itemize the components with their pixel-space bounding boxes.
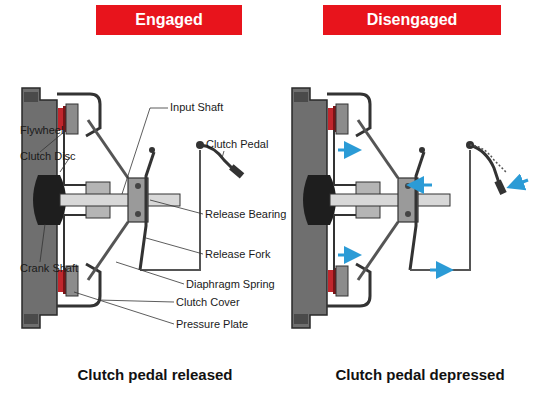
part-label: Flywheel: [20, 124, 63, 137]
banner-text: Engaged: [135, 11, 203, 29]
clutch-pedal-depressed: [466, 141, 507, 195]
caption-label: Clutch pedal depressed: [305, 366, 535, 384]
title-banner: Disengaged: [323, 5, 501, 35]
part-label: Crank Shaft: [20, 262, 78, 275]
part-label: Clutch Cover: [176, 296, 240, 309]
caption-label: Clutch pedal released: [40, 366, 270, 384]
part-label: Clutch Pedal: [206, 138, 268, 151]
motion-arrows: [338, 150, 528, 270]
part-label: Pressure Plate: [176, 318, 248, 331]
banner-text: Disengaged: [367, 11, 458, 29]
part-label: Clutch Disc: [20, 150, 76, 163]
clutch-pedal-outline: [470, 145, 506, 172]
part-label: Release Fork: [205, 248, 270, 261]
disengaged-mechanism: [292, 88, 470, 328]
part-label: Diaphragm Spring: [186, 278, 275, 291]
part-label: Input Shaft: [170, 101, 223, 114]
part-label: Release Bearing: [205, 208, 286, 221]
title-banner: Engaged: [96, 5, 242, 35]
leader-lines: [40, 108, 224, 324]
